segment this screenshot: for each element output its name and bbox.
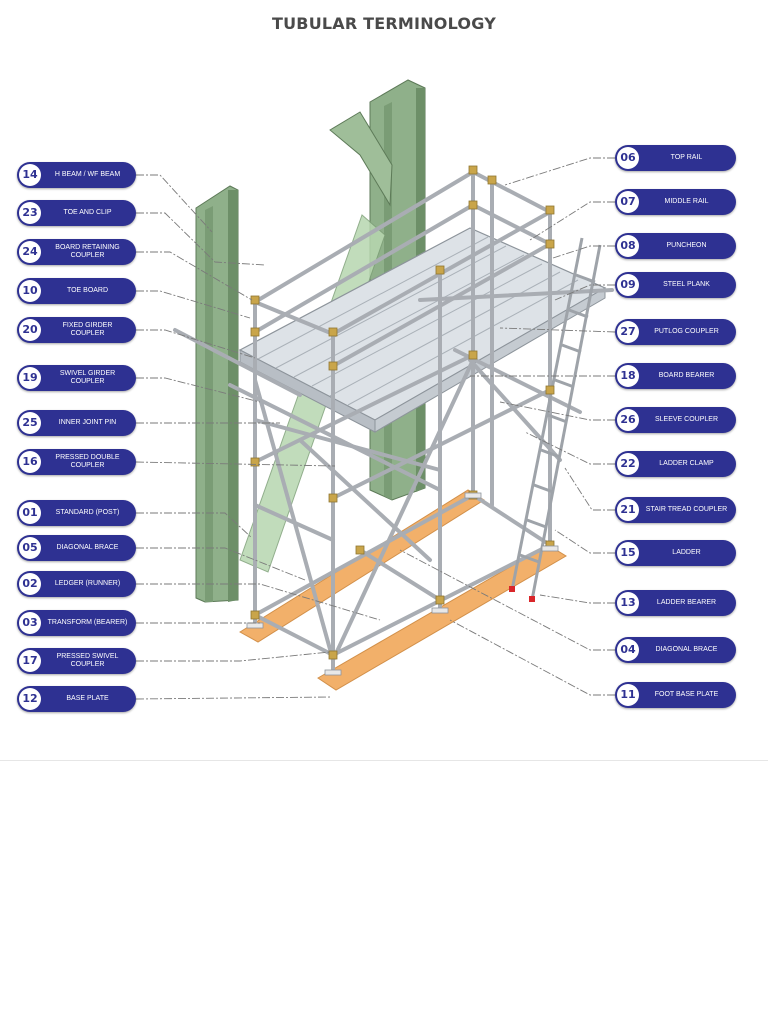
label-number: 07	[617, 191, 639, 213]
label-text: PUTLOG COUPLER	[654, 328, 719, 335]
label-number: 10	[19, 280, 41, 302]
label-base-plate: 12 BASE PLATE	[17, 686, 136, 712]
label-ladder-clamp: 22 LADDER CLAMP	[615, 451, 736, 477]
label-standard-post: 01 STANDARD (POST)	[17, 500, 136, 526]
label-number: 21	[617, 499, 639, 521]
ladder-foot-left	[509, 586, 515, 592]
label-toe-board: 10 TOE BOARD	[17, 278, 136, 304]
label-text: BOARD BEARER	[658, 372, 715, 379]
label-text: INNER JOINT PIN	[58, 419, 117, 426]
label-diagonal-brace-right: 04 DIAGONAL BRACE	[615, 637, 736, 663]
label-stair-tread-coupler: 21 STAIR TREAD COUPLER	[615, 497, 736, 523]
label-transform-bearer: 03 TRANSFORM (BEARER)	[17, 610, 136, 636]
label-puncheon: 08 PUNCHEON	[615, 233, 736, 259]
label-text: DIAGONAL BRACE	[56, 544, 119, 551]
label-number: 05	[19, 537, 41, 559]
diagram-title: TUBULAR TERMINOLOGY	[272, 14, 496, 33]
label-number: 08	[617, 235, 639, 257]
label-board-bearer: 18 BOARD BEARER	[615, 363, 736, 389]
label-number: 17	[19, 650, 41, 672]
label-fixed-girder-coupler: 20 FIXED GIRDER COUPLER	[17, 317, 136, 343]
couplers	[250, 165, 555, 660]
label-number: 06	[617, 147, 639, 169]
label-text: STANDARD (POST)	[55, 509, 120, 516]
label-text: TOE AND CLIP	[63, 209, 112, 216]
label-toe-and-clip: 23 TOE AND CLIP	[17, 200, 136, 226]
label-number: 20	[19, 319, 41, 341]
label-number: 27	[617, 321, 639, 343]
label-text: LEDGER (RUNNER)	[54, 580, 121, 587]
base-board-rear	[317, 544, 567, 691]
label-inner-joint-pin: 25 INNER JOINT PIN	[17, 410, 136, 436]
label-number: 15	[617, 542, 639, 564]
label-text: MIDDLE RAIL	[664, 198, 709, 205]
label-text: LADDER BEARER	[656, 599, 717, 606]
label-number: 03	[19, 612, 41, 634]
label-number: 16	[19, 451, 41, 473]
label-number: 22	[617, 453, 639, 475]
label-text: PRESSED SWIVEL COUPLER	[56, 653, 119, 668]
label-text: SLEEVE COUPLER	[654, 416, 719, 423]
label-number: 23	[19, 202, 41, 224]
label-top-rail: 06 TOP RAIL	[615, 145, 736, 171]
label-number: 04	[617, 639, 639, 661]
label-number: 11	[617, 684, 639, 706]
label-number: 01	[19, 502, 41, 524]
label-text: STAIR TREAD COUPLER	[645, 506, 728, 513]
label-text: LADDER	[672, 549, 701, 556]
label-text: FIXED GIRDER COUPLER	[62, 322, 113, 337]
h-beam-left	[195, 185, 239, 603]
leader-lines-left	[135, 174, 381, 700]
label-pressed-swivel-coupler: 17 PRESSED SWIVEL COUPLER	[17, 648, 136, 674]
label-number: 14	[19, 164, 41, 186]
label-ledger-runner: 02 LEDGER (RUNNER)	[17, 571, 136, 597]
leader-lines-right	[399, 157, 616, 696]
ladder	[510, 237, 602, 601]
label-text: TOP RAIL	[670, 154, 703, 161]
label-text: LADDER CLAMP	[659, 460, 714, 467]
label-number: 26	[617, 409, 639, 431]
label-board-retaining-coupler: 24 BOARD RETAINING COUPLER	[17, 239, 136, 265]
label-text: FOOT BASE PLATE	[654, 691, 719, 698]
label-number: 09	[617, 274, 639, 296]
label-middle-rail: 07 MIDDLE RAIL	[615, 189, 736, 215]
label-text: STEEL PLANK	[663, 281, 710, 288]
label-text: PRESSED DOUBLE COUPLER	[55, 454, 120, 469]
label-ladder-bearer: 13 LADDER BEARER	[615, 590, 736, 616]
label-number: 25	[19, 412, 41, 434]
label-number: 13	[617, 592, 639, 614]
ladder-foot-right	[529, 596, 535, 602]
label-h-beam: 14 H BEAM / WF BEAM	[17, 162, 136, 188]
label-text: TOE BOARD	[66, 287, 109, 294]
label-foot-base-plate: 11 FOOT BASE PLATE	[615, 682, 736, 708]
label-number: 12	[19, 688, 41, 710]
label-number: 24	[19, 241, 41, 263]
diagram-sheet: TUBULAR TERMINOLOGY	[0, 14, 768, 761]
label-swivel-girder-coupler: 19 SWIVEL GIRDER COUPLER	[17, 365, 136, 391]
label-text: SWIVEL GIRDER COUPLER	[59, 370, 116, 385]
label-text: BOARD RETAINING COUPLER	[55, 244, 120, 259]
label-number: 18	[617, 365, 639, 387]
label-steel-plank: 09 STEEL PLANK	[615, 272, 736, 298]
label-text: H BEAM / WF BEAM	[54, 171, 121, 178]
label-text: DIAGONAL BRACE	[655, 646, 718, 653]
label-text: BASE PLATE	[66, 695, 109, 702]
label-text: PUNCHEON	[666, 242, 707, 249]
label-number: 02	[19, 573, 41, 595]
scaffold-illustration	[135, 79, 616, 700]
label-pressed-double-coupler: 16 PRESSED DOUBLE COUPLER	[17, 449, 136, 475]
label-putlog-coupler: 27 PUTLOG COUPLER	[615, 319, 736, 345]
label-number: 19	[19, 367, 41, 389]
label-ladder: 15 LADDER	[615, 540, 736, 566]
label-text: TRANSFORM (BEARER)	[47, 619, 128, 626]
label-diagonal-brace: 05 DIAGONAL BRACE	[17, 535, 136, 561]
label-sleeve-coupler: 26 SLEEVE COUPLER	[615, 407, 736, 433]
